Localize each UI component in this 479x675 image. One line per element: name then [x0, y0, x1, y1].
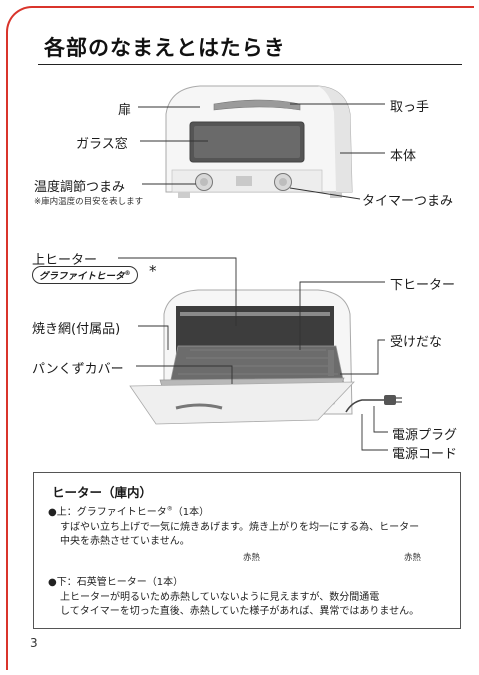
asterisk-mark: * [149, 262, 157, 280]
power-plug-label: 電源プラグ [392, 428, 458, 443]
bottom-leader-lines [118, 257, 388, 451]
page-number: 3 [30, 636, 38, 650]
upper-heater-desc-1: すばやい立ち上げで一気に焼きあげます。焼き上がりを均一にする為、ヒーター [60, 522, 420, 533]
lower-heater-title: ●下：石英管ヒーター（1本） [48, 577, 184, 588]
page-frame [6, 6, 474, 670]
temperature-knob-label: 温度調節つまみ [34, 180, 126, 195]
upper-heater-desc-2: 中央を赤熱させていません。 [60, 536, 190, 547]
closed-toaster-illustration [165, 85, 353, 198]
glass-window-label: ガラス窓 [76, 137, 128, 152]
open-toaster-illustration [129, 289, 402, 425]
tray-label: 受けだな [390, 335, 443, 350]
graphite-heater-badge: グラファイトヒータ® [32, 266, 138, 284]
upper-heater-label: 上ヒーター [32, 253, 98, 268]
handle-label: 取っ手 [390, 100, 430, 115]
top-leader-lines [138, 103, 385, 200]
registered-mark: ® [124, 269, 131, 277]
lower-heater-desc-1: 上ヒーターが明るいため赤熱していないように見えますが、数分間通電 [60, 592, 380, 603]
upper-heater-title-b: （1本） [172, 507, 210, 518]
temperature-knob-note: ※庫内温度の目安を表します [34, 197, 144, 207]
graphite-heater-text: グラファイトヒータ [39, 271, 125, 282]
heat-label-left: 赤熱 [243, 553, 261, 563]
upper-heater-title: ●上：グラファイトヒータ®（1本） [48, 503, 209, 518]
lower-heater-desc-2: してタイマーを切った直後、赤熱していた様子があれば、異常ではありません。 [60, 606, 420, 617]
lower-heater-label: 下ヒーター [390, 278, 456, 293]
body-label: 本体 [390, 149, 417, 164]
page-title: 各部のなまえとはたらき [44, 36, 286, 60]
timer-knob-label: タイマーつまみ [362, 194, 454, 209]
grill-rack-label: 焼き網(付属品) [32, 322, 121, 337]
heater-info-box: ヒーター（庫内） ●上：グラファイトヒータ®（1本） すばやい立ち上げで一気に焼… [33, 472, 461, 629]
upper-heater-title-reg: ® [166, 505, 173, 513]
title-rule [38, 64, 462, 65]
upper-heater-title-a: ●上：グラファイトヒータ [48, 507, 167, 518]
door-label: 扉 [118, 103, 132, 118]
heat-label-right: 赤熱 [404, 553, 422, 563]
heater-box-heading: ヒーター（庫内） [52, 485, 153, 500]
crumb-cover-label: パンくずカバー [32, 362, 124, 377]
power-cord-label: 電源コード [392, 447, 458, 462]
